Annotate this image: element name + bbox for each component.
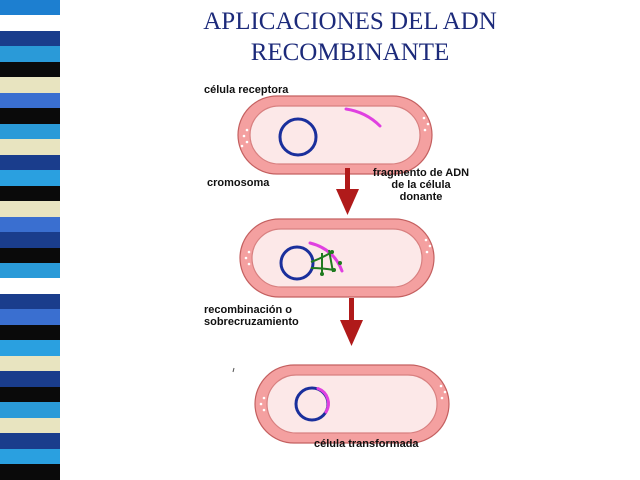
stripe-segment — [0, 371, 60, 387]
label-donor-fragment: fragmento de ADN de la célula donante — [360, 167, 482, 203]
stripe-segment — [0, 216, 60, 233]
stripe-segment — [0, 0, 60, 16]
slide-title: APLICACIONES DEL ADN RECOMBINANTE — [150, 6, 550, 68]
stripe-segment — [0, 464, 60, 480]
stripe-segment — [0, 262, 60, 279]
stripe-segment — [0, 154, 60, 171]
stripe-segment — [0, 402, 60, 418]
label-recombination-line-2: sobrecruzamiento — [204, 316, 299, 328]
stripe-segment — [0, 433, 60, 449]
pairing-links — [310, 249, 342, 276]
decorative-stripe-bar — [0, 0, 60, 480]
stripe-segment — [0, 355, 60, 372]
slide-title-line-2: RECOMBINANTE — [250, 39, 450, 66]
cell-receptor-cytoplasm — [249, 105, 421, 165]
chromosome-circle-2 — [279, 245, 315, 281]
stripe-segment — [0, 92, 60, 109]
cell-transformed — [254, 364, 450, 444]
label-recombination-line-1: recombinación o — [204, 304, 293, 316]
stripe-segment — [0, 309, 60, 325]
stripe-segment — [0, 15, 60, 31]
stripe-segment — [0, 232, 60, 248]
membrane-dots-1 — [240, 110, 431, 148]
cell-receptor — [237, 95, 433, 175]
label-donor-fragment-line-1: fragmento de ADN — [372, 167, 470, 179]
stripe-segment — [0, 293, 60, 310]
stripe-segment — [0, 324, 60, 341]
stripe-segment — [0, 139, 60, 155]
stripe-segment — [0, 278, 60, 294]
stray-mark — [232, 367, 235, 373]
chromosome-circle-1 — [278, 117, 318, 157]
cell-transformed-cytoplasm — [266, 374, 438, 434]
arrow-down-1 — [336, 168, 359, 215]
stripe-segment — [0, 417, 60, 434]
stripe-segment — [0, 448, 60, 465]
stripe-segment — [0, 247, 60, 263]
stripe-segment — [0, 46, 60, 62]
label-transformed-cell: célula transformada — [314, 438, 419, 450]
stripe-segment — [0, 201, 60, 217]
membrane-dots-3 — [259, 384, 447, 412]
cell-recombining-cytoplasm — [251, 228, 423, 288]
membrane-dots-2 — [244, 238, 432, 266]
label-donor-fragment-line-3: donante — [399, 191, 443, 203]
label-recombination: recombinación o sobrecruzamiento — [204, 304, 299, 328]
label-chromosome: cromosoma — [207, 177, 270, 189]
stripe-segment — [0, 77, 60, 93]
stripe-segment — [0, 185, 60, 202]
stripe-segment — [0, 30, 60, 47]
stripe-segment — [0, 61, 60, 78]
dna-fragment-1 — [344, 107, 382, 128]
label-donor-fragment-line-2: de la célula — [391, 179, 451, 191]
label-receiving-cell: célula receptora — [204, 84, 289, 96]
cell-recombining — [239, 218, 435, 298]
stripe-segment — [0, 386, 60, 403]
stripe-segment — [0, 123, 60, 140]
stripe-segment — [0, 170, 60, 186]
slide-title-line-1: APLICACIONES DEL ADN — [203, 8, 497, 35]
stripe-segment — [0, 108, 60, 124]
dna-fragment-integrated — [316, 387, 330, 414]
arrow-down-2 — [340, 298, 363, 346]
stripe-segment — [0, 340, 60, 356]
